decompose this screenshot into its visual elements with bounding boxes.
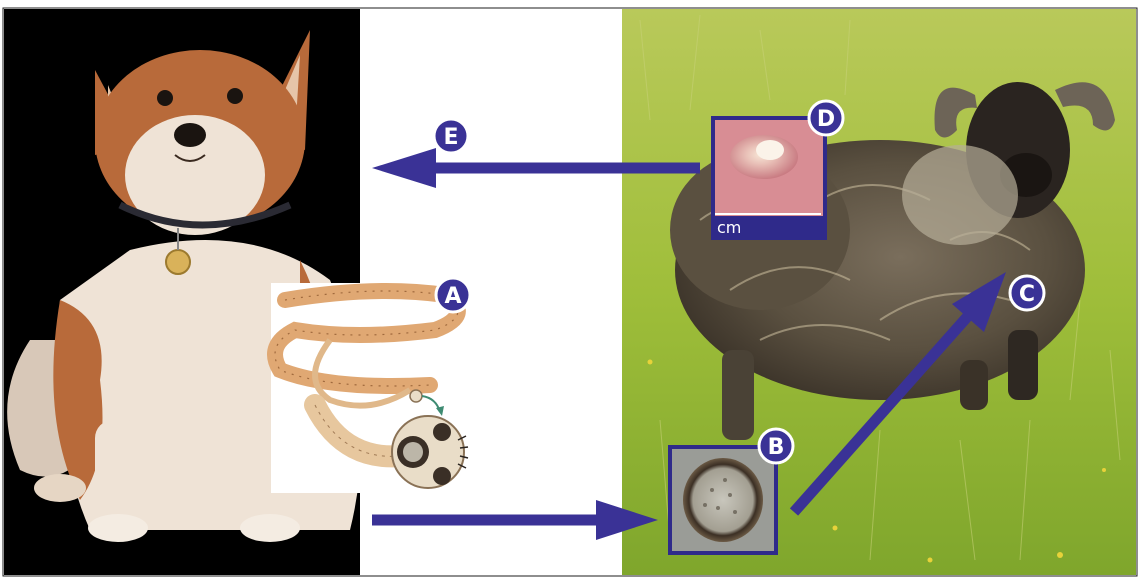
label-a: A [444,284,461,309]
cyst-inset: cm [711,116,827,240]
label-d: D [817,107,835,132]
label-d-badge: D [809,101,843,135]
label-b: B [768,435,785,460]
tapeworm-panel [271,283,483,493]
label-c: C [1019,282,1035,307]
scale-unit-label: cm [717,218,741,237]
label-c-badge: C [1010,276,1044,310]
egg-icon [683,458,763,542]
label-e: E [443,125,458,150]
egg-inset [668,445,778,555]
label-e-badge: E [434,119,468,153]
label-b-badge: B [759,429,793,463]
label-a-badge: A [436,278,470,312]
